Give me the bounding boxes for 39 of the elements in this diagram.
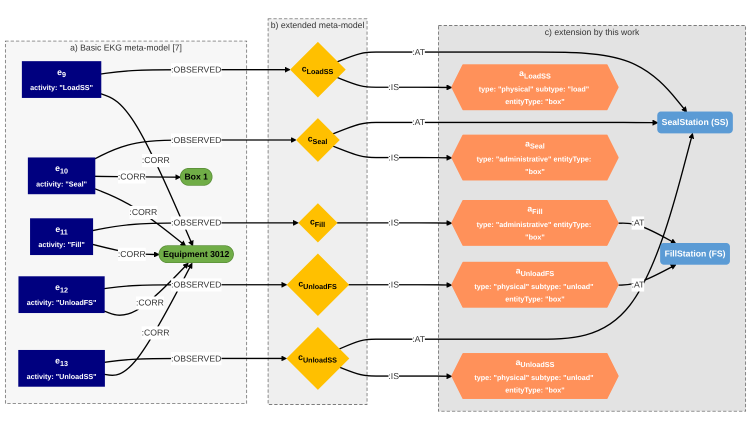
edge-label: :IS [388,152,399,162]
arrow [336,51,688,113]
edge-label: :CORR [142,328,170,338]
edge-label: :AT [632,218,644,228]
arrow [338,132,694,350]
arrow [336,220,452,226]
arrow [104,262,189,316]
node-diamond: c$_{UnloadSS}$ [286,327,350,390]
edge-label: :IS [388,370,399,381]
arrow [618,222,676,244]
edge-label: :OBSERVED [171,218,222,228]
arrow [332,145,452,161]
edge-label: :AT [412,334,426,344]
edge-label: :IS [388,82,399,92]
edge-label: :CORR [136,298,164,308]
edge-label: :AT [632,280,644,290]
arrow [100,93,194,246]
edge-label: :AT [412,46,426,57]
arrow [336,76,452,90]
edge-label: :OBSERVED [171,134,222,145]
arrow [339,366,452,380]
edge-label: :IS [388,218,399,228]
edge-label: :CORR [129,207,158,218]
node-diamond: c$_{Fill}$ [298,203,338,243]
arrow [94,188,186,246]
edge-label: :OBSERVED [171,280,222,290]
node-diamond: c$_{UnloadFS}$ [286,254,350,316]
edge-label: :CORR [118,249,146,259]
arrow [348,282,452,288]
node-diamond: c$_{LoadSS}$ [290,42,346,98]
edge-label: :CORR [142,155,170,166]
edge-label: :OBSERVED [171,64,222,74]
edge-label: :AT [412,117,426,128]
arrow [104,262,192,376]
arrow [332,120,658,135]
node-diamond: c$_{Seal}$ [296,118,340,162]
edge-label: :OBSERVED [171,353,222,364]
edge-label: :CORR [118,172,146,182]
edge-label: :IS [388,280,399,290]
